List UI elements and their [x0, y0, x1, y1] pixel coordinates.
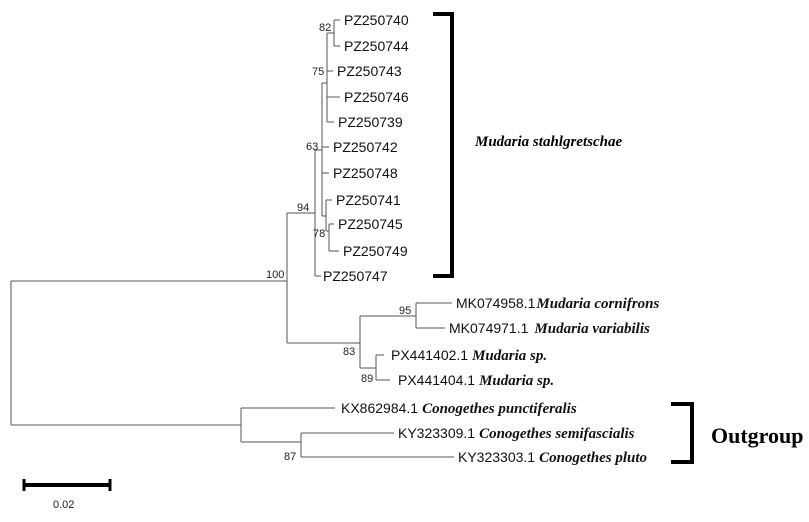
support-value: 82: [319, 22, 331, 34]
tip-label-pz250742: PZ250742: [333, 139, 398, 155]
support-value: 83: [343, 346, 355, 358]
support-value: 78: [313, 228, 325, 240]
tip-label-pz250748: PZ250748: [333, 165, 398, 181]
tip-label-mk074958: MK074958.1Mudaria cornifrons: [456, 295, 660, 312]
support-value: 87: [284, 451, 296, 463]
support-value: 75: [312, 66, 324, 78]
tip-label-pz250745: PZ250745: [338, 216, 403, 232]
tip-labels: PZ250740 PZ250744 PZ250743 PZ250746 PZ25…: [323, 12, 660, 466]
support-value: 95: [399, 305, 411, 317]
tip-label-pz250746: PZ250746: [344, 89, 409, 105]
outgroup-bracket: [671, 402, 694, 464]
ingroup-bracket: [433, 12, 454, 278]
scale-bar-label: 0.02: [53, 499, 74, 511]
tip-label-pz250744: PZ250744: [344, 38, 409, 54]
tip-label-pz250749: PZ250749: [343, 243, 408, 259]
tip-label-pz250741: PZ250741: [336, 192, 401, 208]
support-value: 100: [266, 269, 284, 281]
tip-label-pz250739: PZ250739: [338, 114, 403, 130]
tip-label-pz250740: PZ250740: [344, 12, 409, 28]
tip-label-pz250747: PZ250747: [323, 268, 388, 284]
support-values: 82 75 63 94 78 100 95 83 89 87: [266, 22, 411, 463]
support-value: 94: [297, 202, 309, 214]
outgroup-clade-label: Outgroup: [711, 423, 804, 448]
tree-branches: [10, 19, 454, 458]
tip-label-pz250743: PZ250743: [337, 63, 402, 79]
support-value: 89: [361, 373, 373, 385]
scale-bar-group: 0.02: [22, 479, 112, 511]
support-value: 63: [306, 141, 318, 153]
clade-brackets: Mudaria stahlgretschae Outgroup: [433, 12, 804, 464]
ingroup-clade-label: Mudaria stahlgretschae: [474, 134, 622, 150]
